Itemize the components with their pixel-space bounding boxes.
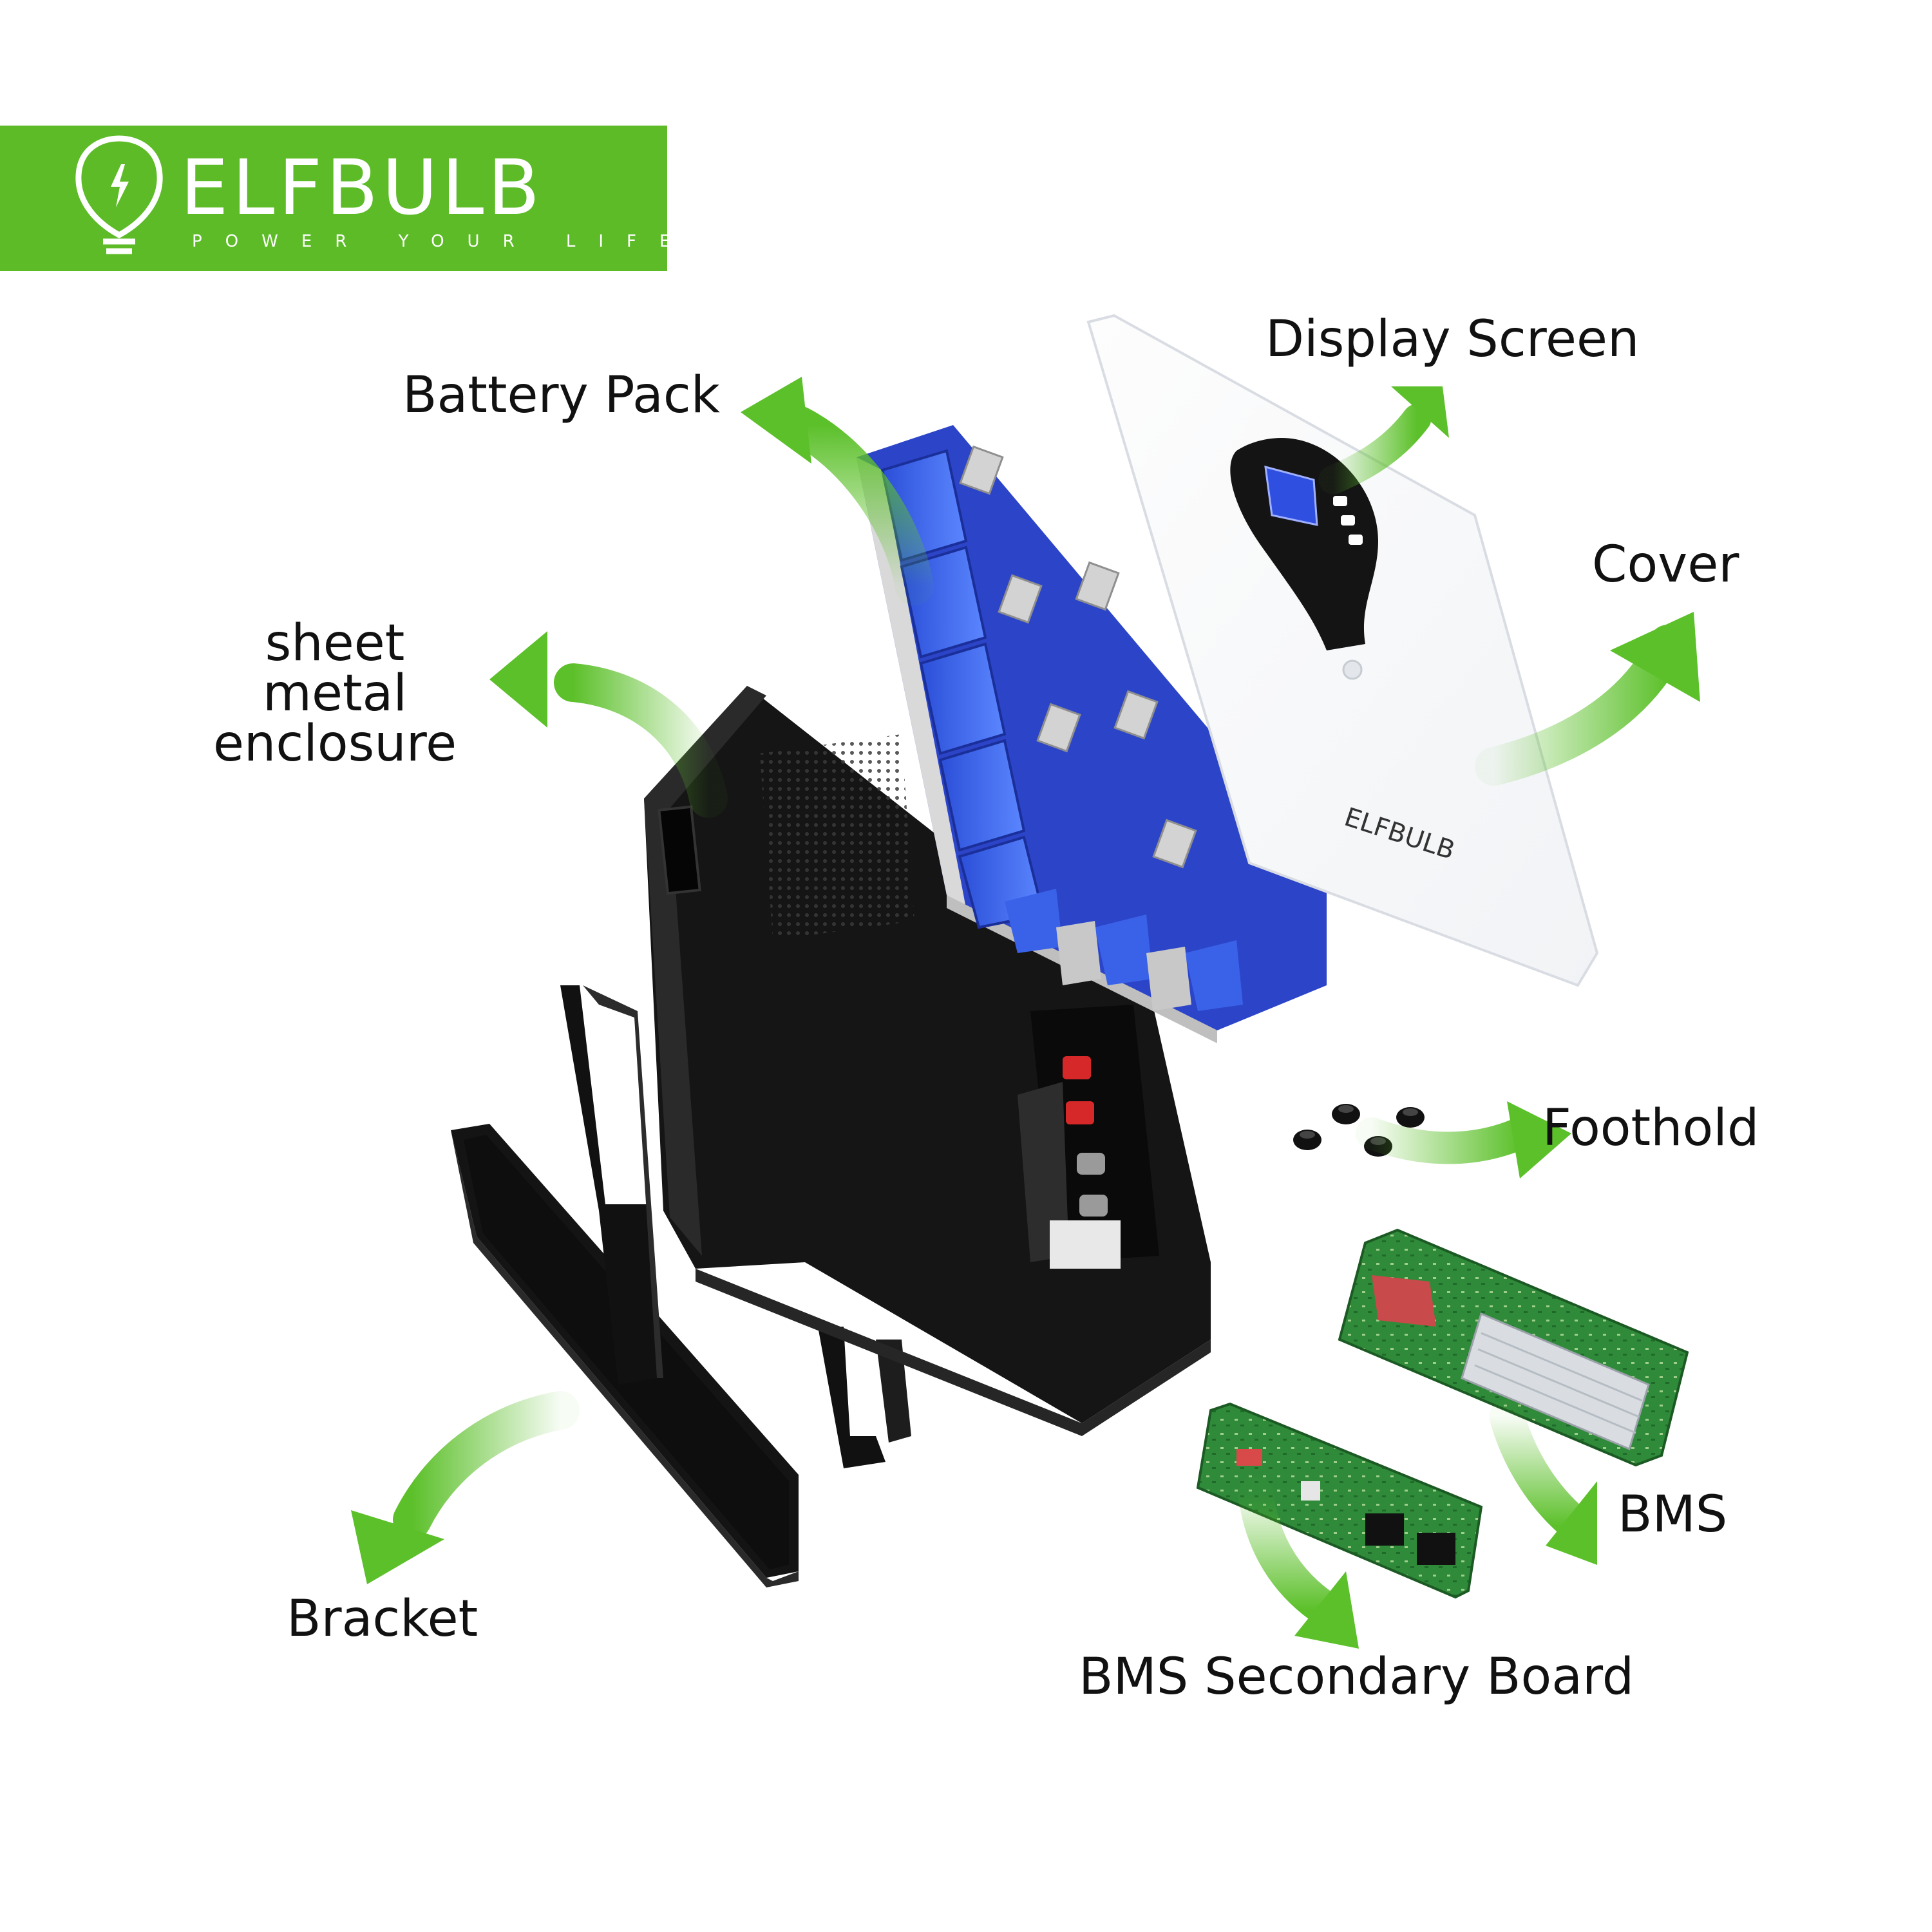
display-screen-lcd bbox=[1264, 465, 1318, 526]
brand-name: ELFBULB bbox=[180, 143, 544, 232]
label-bms-secondary-board: BMS Secondary Board bbox=[1079, 1648, 1634, 1706]
arrow-foothold bbox=[1356, 1101, 1571, 1179]
label-battery-pack: Battery Pack bbox=[402, 366, 720, 424]
label-cover: Cover bbox=[1592, 536, 1739, 594]
arrow-bracket bbox=[351, 1391, 580, 1584]
label-sheet-metal-enclosure: sheet metal enclosure bbox=[213, 614, 457, 773]
bms-part bbox=[1338, 1228, 1689, 1467]
label-bracket: Bracket bbox=[287, 1590, 478, 1648]
arrow-display-screen bbox=[1318, 386, 1449, 495]
arrow-battery-pack bbox=[741, 377, 934, 605]
brand-banner bbox=[0, 126, 667, 271]
arrow-bms bbox=[1489, 1399, 1597, 1565]
enclosure-part bbox=[644, 686, 1211, 1436]
arrow-bms-secondary bbox=[1238, 1476, 1359, 1649]
brand-tagline: POWER YOUR LIFE bbox=[192, 232, 694, 251]
bms-secondary-part bbox=[1196, 1402, 1483, 1599]
arrow-cover bbox=[1475, 612, 1700, 786]
label-foothold: Foothold bbox=[1542, 1099, 1759, 1157]
battery-pack-part bbox=[857, 425, 1327, 1043]
label-display-screen: Display Screen bbox=[1265, 310, 1640, 368]
label-bms: BMS bbox=[1618, 1486, 1728, 1544]
arrow-enclosure bbox=[489, 631, 728, 818]
bracket-part bbox=[451, 985, 911, 1587]
